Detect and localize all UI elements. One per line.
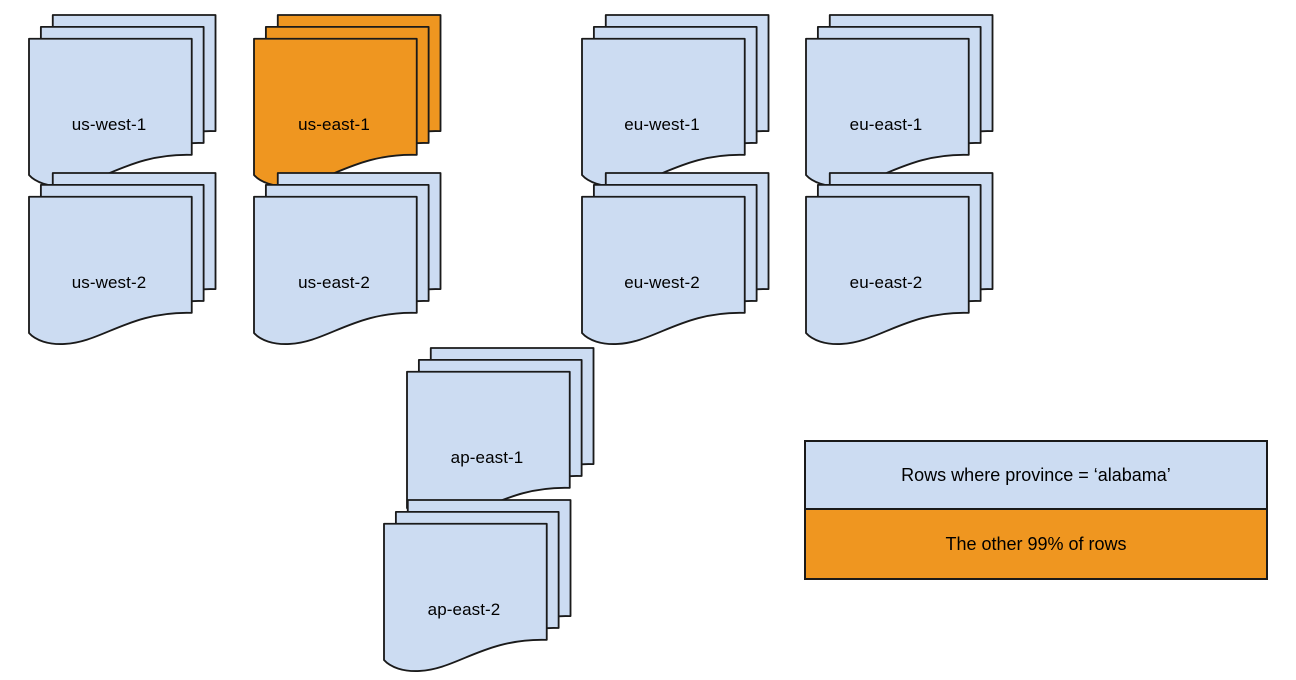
document-stack-us-west-1[interactable]: us-west-1 xyxy=(20,14,230,187)
document-sheet xyxy=(28,195,193,345)
document-sheet xyxy=(383,522,548,672)
document-stack-shape xyxy=(581,172,770,345)
document-sheet xyxy=(581,195,746,345)
document-stack-ap-east-1[interactable]: ap-east-1 xyxy=(398,347,608,520)
legend-label-other: The other 99% of rows xyxy=(945,533,1127,554)
document-stack-shape xyxy=(28,14,217,187)
document-stack-shape xyxy=(406,347,595,520)
document-stack-eu-west-2[interactable]: eu-west-2 xyxy=(573,172,783,345)
document-sheet xyxy=(253,37,418,187)
document-stack-shape xyxy=(28,172,217,345)
document-stack-us-east-1[interactable]: us-east-1 xyxy=(245,14,455,187)
document-sheet xyxy=(805,37,970,187)
document-sheet xyxy=(253,195,418,345)
document-stack-shape xyxy=(253,172,442,345)
document-sheet xyxy=(805,195,970,345)
document-stack-shape xyxy=(383,499,572,672)
legend-row-other: The other 99% of rows xyxy=(806,510,1266,578)
legend: Rows where province = ‘alabama’ The othe… xyxy=(804,440,1268,580)
legend-label-alabama: Rows where province = ‘alabama’ xyxy=(901,464,1171,485)
document-stack-shape xyxy=(253,14,442,187)
document-stack-us-west-2[interactable]: us-west-2 xyxy=(20,172,230,345)
document-sheet xyxy=(406,370,571,520)
document-stack-shape xyxy=(805,172,994,345)
document-stack-eu-west-1[interactable]: eu-west-1 xyxy=(573,14,783,187)
document-stack-us-east-2[interactable]: us-east-2 xyxy=(245,172,455,345)
document-stack-eu-east-2[interactable]: eu-east-2 xyxy=(797,172,1007,345)
legend-row-alabama: Rows where province = ‘alabama’ xyxy=(806,442,1266,510)
document-stack-shape xyxy=(805,14,994,187)
document-sheet xyxy=(581,37,746,187)
document-stack-shape xyxy=(581,14,770,187)
document-sheet xyxy=(28,37,193,187)
document-stack-eu-east-1[interactable]: eu-east-1 xyxy=(797,14,1007,187)
document-stack-ap-east-2[interactable]: ap-east-2 xyxy=(375,499,585,672)
